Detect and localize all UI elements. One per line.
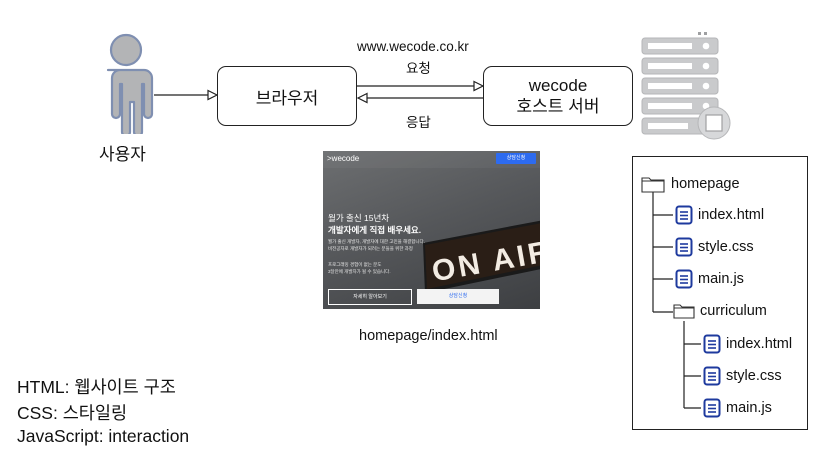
tree-file-main[interactable]: main.js [675, 269, 744, 289]
tree-file-label: index.html [698, 207, 765, 223]
tree-subfolder[interactable]: curriculum [673, 302, 767, 319]
tree-connector-lines [652, 192, 701, 409]
tree-file-style[interactable]: style.css [675, 237, 754, 257]
server-title: wecode [528, 75, 588, 95]
response-arrow [356, 92, 484, 104]
file-icon [703, 398, 721, 418]
screenshot-body-1: 월가 출신 개발자, 개발자에 대한 고민을 해결합니다. [328, 239, 425, 244]
on-air-sign-image: ON AIR [423, 220, 540, 293]
server-subtitle: 호스트 서버 [516, 96, 600, 116]
tree-subfolder-label: curriculum [700, 302, 767, 319]
response-label: 응답 [406, 115, 431, 130]
tree-file-label: main.js [698, 271, 744, 287]
tree-subfile-style[interactable]: style.css [703, 366, 782, 386]
tree-subfile-index[interactable]: index.html [703, 334, 792, 354]
screenshot-body-3: 프로그래밍 경험이 없는 분도 [328, 262, 382, 267]
legend-javascript: JavaScript: interaction [17, 426, 190, 446]
request-label: 요청 [406, 61, 431, 76]
tree-root-label: homepage [671, 176, 740, 192]
screenshot-headline-2: 개발자에게 직접 배우세요. [328, 225, 422, 235]
tree-subfile-main[interactable]: main.js [703, 398, 772, 418]
screenshot-headline-1: 월가 출신 15년차 [328, 213, 390, 223]
tree-file-index[interactable]: index.html [675, 205, 764, 225]
legend-html: HTML: 웹사이트 구조 [17, 377, 176, 397]
server-node: wecode 호스트 서버 [483, 66, 633, 126]
tree-root-folder[interactable]: homepage [641, 175, 740, 193]
folder-icon [673, 304, 695, 319]
screenshot-caption: homepage/index.html [359, 328, 498, 344]
tree-file-label: style.css [726, 368, 782, 384]
file-icon [703, 366, 721, 386]
file-icon [703, 334, 721, 354]
file-icon [675, 237, 693, 257]
folder-icon [641, 177, 665, 193]
screenshot-body-4: 3달만에 개발자가 될 수 있습니다. [328, 269, 391, 274]
request-url: www.wecode.co.kr [357, 39, 469, 54]
file-icon [675, 269, 693, 289]
user-label: 사용자 [99, 145, 146, 164]
homepage-screenshot: >wecode 상담신청 ON AIR 월가 출신 15년차 개발자에게 직접 … [323, 151, 540, 309]
screenshot-cta-top: 상담신청 [496, 153, 536, 164]
file-tree: homepage index.html style.css main.js [632, 156, 808, 430]
tree-file-label: main.js [726, 400, 772, 416]
tree-file-label: style.css [698, 239, 754, 255]
user-icon [106, 33, 154, 134]
server-icon [641, 32, 731, 140]
legend-css: CSS: 스타일링 [17, 403, 128, 423]
browser-label: 브라우저 [255, 88, 319, 108]
file-icon [675, 205, 693, 225]
screenshot-more-button[interactable]: 자세히 알아보기 [328, 289, 412, 305]
browser-node: 브라우저 [217, 66, 357, 126]
screenshot-body-2: 비전공자로 개발자가 되려는 분들을 위한 과정 [328, 246, 413, 251]
tree-file-label: index.html [726, 336, 793, 352]
user-to-browser-arrow [154, 89, 219, 101]
screenshot-apply-button[interactable]: 상담신청 [417, 289, 499, 304]
request-arrow [357, 80, 485, 92]
screenshot-logo: >wecode [327, 154, 360, 163]
